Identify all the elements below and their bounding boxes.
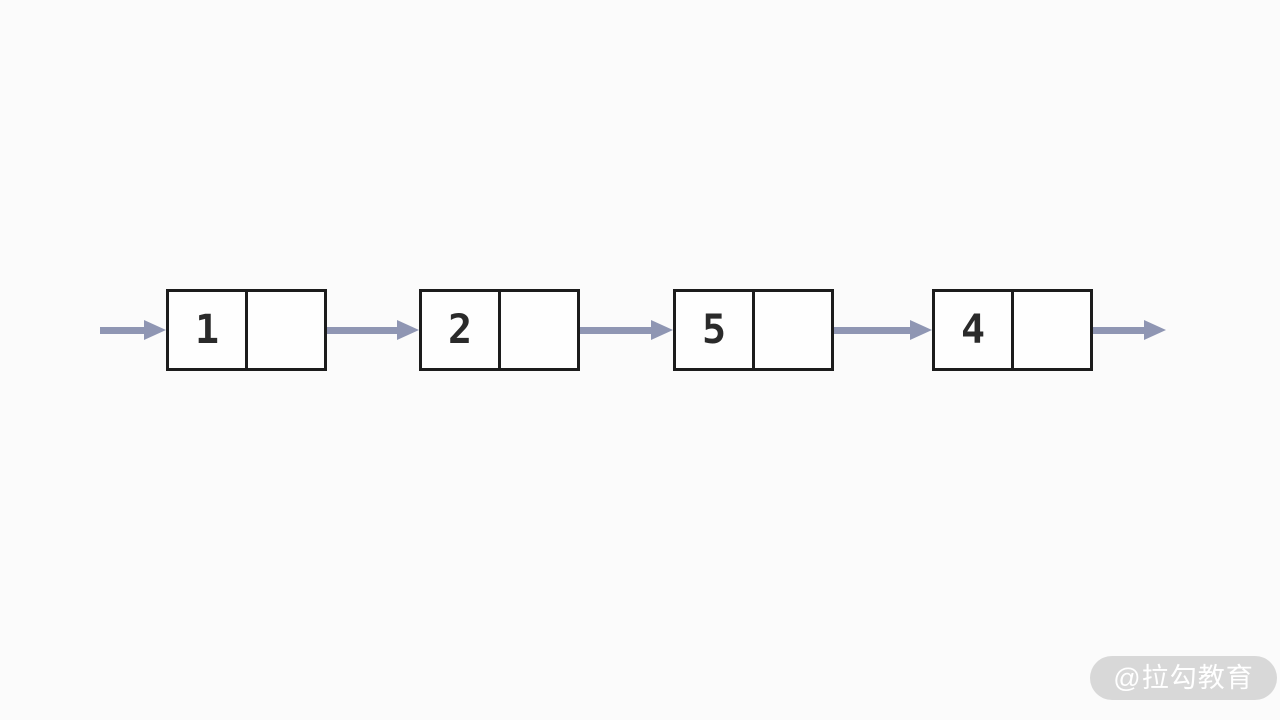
arrow-head-icon	[397, 320, 419, 340]
next-arrow-3	[834, 320, 932, 340]
arrow-shaft	[580, 326, 651, 334]
node-value: 2	[447, 307, 473, 353]
arrow-shaft	[1093, 326, 1144, 334]
tail-pointer-arrow	[1093, 320, 1166, 340]
node-pointer-cell	[248, 292, 324, 368]
arrow-shaft	[100, 326, 144, 334]
linked-list-diagram: 1 2 5 4	[100, 289, 1166, 371]
next-arrow-1	[327, 320, 419, 340]
arrow-shaft	[834, 326, 910, 334]
arrow-head-icon	[651, 320, 673, 340]
node-value: 4	[960, 307, 986, 353]
list-node-2: 2	[419, 289, 580, 371]
node-value-cell: 4	[935, 292, 1014, 368]
list-node-1: 1	[166, 289, 327, 371]
node-pointer-cell	[755, 292, 831, 368]
list-node-4: 4	[932, 289, 1093, 371]
list-node-3: 5	[673, 289, 834, 371]
node-value-cell: 5	[676, 292, 755, 368]
node-value-cell: 2	[422, 292, 501, 368]
node-value-cell: 1	[169, 292, 248, 368]
head-pointer-arrow	[100, 320, 166, 340]
node-pointer-cell	[1014, 292, 1090, 368]
watermark-badge: @拉勾教育	[1090, 656, 1277, 700]
node-value: 5	[701, 307, 727, 353]
next-arrow-2	[580, 320, 673, 340]
arrow-head-icon	[910, 320, 932, 340]
node-value: 1	[194, 307, 220, 353]
arrow-shaft	[327, 326, 397, 334]
arrow-head-icon	[144, 320, 166, 340]
watermark-text: @拉勾教育	[1113, 662, 1254, 693]
node-pointer-cell	[501, 292, 577, 368]
arrow-head-icon	[1144, 320, 1166, 340]
